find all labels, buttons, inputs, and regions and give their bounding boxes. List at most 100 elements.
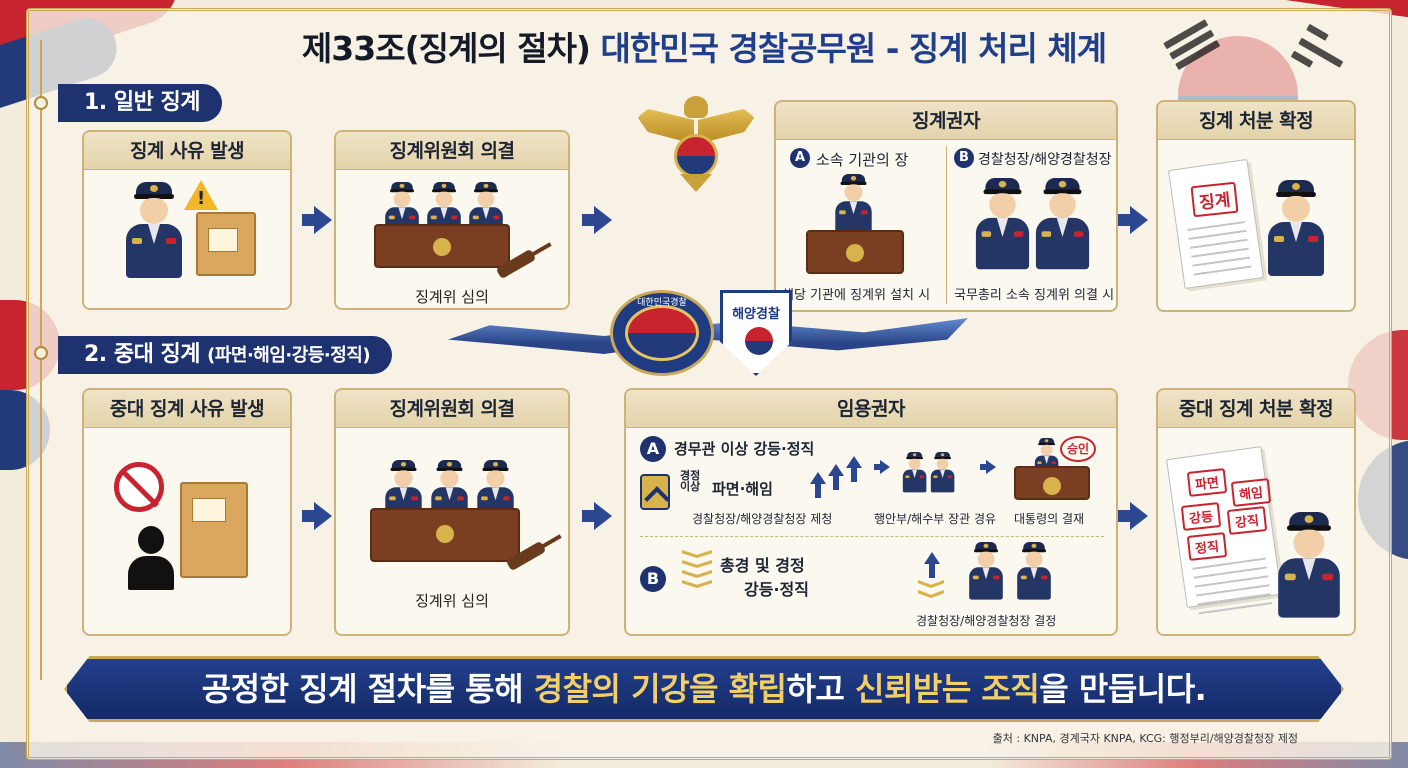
up-arrow-icon (810, 472, 826, 498)
option-b-label: 경찰청장/해양경찰청장 (978, 152, 1112, 168)
officer-icon (834, 174, 873, 237)
officer-icon (968, 542, 1004, 600)
card-disciplinary-cause: 징계 사유 발생 ! (82, 130, 292, 310)
stamp-dismissal: 파면 (1186, 468, 1228, 497)
flow-arrow-icon (1118, 206, 1148, 234)
up-arrow-icon (846, 456, 862, 482)
officer-icon (974, 178, 1031, 270)
option-a-rank: 경정 이상 (680, 469, 701, 493)
card-committee-resolution: 징계위원회 의결 징계위 심의 (334, 130, 570, 310)
up-arrow-icon (924, 552, 940, 578)
officer-icon (124, 182, 184, 278)
section2-label-main: 2. 중대 징계 (84, 342, 200, 367)
section1-label-text: 1. 일반 징계 (84, 90, 200, 115)
title-article: 제33조(징계의 절차) (301, 29, 591, 68)
divider (640, 536, 1104, 537)
card-appointing-authority: 임용권자 A 경무관 이상 강등·정직 경정 이상 파면·해임 승인 경찰청장/… (624, 388, 1118, 636)
emblem-left-text: 대한민국경찰 (637, 298, 687, 308)
official-icon (902, 452, 927, 493)
option-a-label: 소속 기관의 장 (816, 151, 909, 169)
option-b-line1: 총경 및 경정 (720, 556, 805, 575)
podium-icon (1014, 466, 1090, 500)
emblem-right-text: 해양경찰 (732, 307, 780, 322)
option-a-flow2: 행안부/해수부 장관 경유 (874, 512, 997, 526)
card-caption: 징계위 심의 (415, 288, 489, 306)
option-b-badge-icon: B (640, 566, 666, 592)
stamp-removal: 해임 (1230, 478, 1272, 507)
rank-chevron-icon (682, 550, 712, 590)
police-emblem-icon: 대한민국경찰 (610, 290, 714, 376)
option-b-badge-icon: B (954, 148, 974, 168)
approval-stamp: 승인 (1060, 436, 1096, 462)
option-a-badge-icon: A (790, 148, 810, 168)
divider (946, 146, 947, 304)
option-b-caption: 국무총리 소속 징계위 의결 시 (954, 288, 1115, 303)
banner-text: 공정한 징계 절차를 통해 (201, 670, 534, 708)
card-title: 중대 징계 처분 확정 (1158, 390, 1354, 428)
podium-icon (806, 230, 904, 274)
card-title: 징계위원회 의결 (336, 132, 568, 170)
person-silhouette-icon (128, 526, 174, 590)
banner-highlight: 신뢰받는 조직 (855, 670, 1040, 708)
desk-icon (374, 224, 510, 268)
card-serious-decision: 중대 징계 처분 확정 파면 해임 강등 강직 정직 (1156, 388, 1356, 636)
option-a-badge-icon: A (640, 436, 666, 462)
card-title: 징계권자 (776, 102, 1116, 140)
section2-label: 2. 중대 징계 (파면·해임·강등·정직) (58, 336, 393, 374)
flow-arrow-icon (302, 206, 332, 234)
banner-highlight: 경찰의 기강을 확립 (533, 670, 787, 708)
option-b-flow: 경찰청장/해양경찰청장 결정 (916, 614, 1057, 628)
police-eagle-emblem-icon (628, 96, 764, 194)
prohibited-icon (114, 462, 164, 512)
warning-icon: ! (184, 180, 218, 210)
flow-arrow-icon (302, 502, 332, 530)
title-main: 대한민국 경찰공무원 - 징계 처리 체계 (600, 29, 1108, 68)
card-title: 징계위원회 의결 (336, 390, 568, 428)
flow-arrow-icon (582, 502, 612, 530)
rail-knot-icon (34, 346, 48, 360)
up-arrow-icon (828, 464, 844, 490)
stamp-disciplinary: 징계 (1190, 181, 1239, 218)
card-disciplinary-authority: 징계권자 A 소속 기관의 장 해당 기관에 징계위 설치 시 B 경찰청장/해… (774, 100, 1118, 312)
stamp-demotion: 강등 (1180, 502, 1222, 531)
banner-text: 을 만듭니다. (1039, 670, 1207, 708)
page-title: 제33조(징계의 절차) 대한민국 경찰공무원 - 징계 처리 체계 (0, 22, 1408, 70)
coast-guard-emblem-icon: 해양경찰 (720, 290, 792, 376)
slogan-banner: 공정한 징계 절차를 통해 경찰의 기강을 확립하고 신뢰받는 조직을 만듭니다… (64, 656, 1344, 722)
option-a-line2: 파면·해임 (712, 480, 773, 498)
rank-chevron-icon (918, 580, 944, 600)
officer-icon (1016, 542, 1052, 600)
card-serious-cause: 중대 징계 사유 발생 (82, 388, 292, 636)
desk-icon (370, 508, 520, 562)
option-a-caption: 해당 기관에 징계위 설치 시 (782, 288, 931, 303)
saluting-officer-icon (1266, 180, 1326, 276)
folder-icon (196, 212, 256, 276)
card-committee-resolution-2: 징계위원회 의결 징계위 심의 (334, 388, 570, 636)
rail-knot-icon (34, 96, 48, 110)
section1-label: 1. 일반 징계 (58, 84, 222, 122)
officer-icon (426, 182, 462, 240)
rank-badge-icon (640, 474, 670, 510)
stamp-suspension: 정직 (1186, 532, 1228, 561)
flow-arrow-icon (1118, 502, 1148, 530)
option-b-line2: 강등·정직 (744, 580, 809, 599)
banner-text: 하고 (786, 670, 856, 708)
saluting-officer-icon (1276, 512, 1342, 618)
side-rail (40, 40, 42, 680)
card-title: 징계 처분 확정 (1158, 102, 1354, 140)
case-file-icon (180, 482, 248, 578)
flow-arrow-icon (874, 460, 890, 474)
option-a-flow1: 경찰청장/해양경찰청장 제청 (692, 512, 833, 526)
official-icon (930, 452, 955, 493)
card-caption: 징계위 심의 (415, 592, 489, 610)
card-disciplinary-decision: 징계 처분 확정 징계 (1156, 100, 1356, 312)
document-icon (1168, 159, 1264, 289)
card-title: 임용권자 (626, 390, 1116, 428)
card-title: 징계 사유 발생 (84, 132, 290, 170)
officer-icon (1034, 178, 1091, 270)
stamp-demotion-2: 강직 (1226, 506, 1268, 535)
flow-arrow-icon (980, 460, 996, 474)
option-a-flow3: 대통령의 결재 (1014, 512, 1085, 526)
option-a-line1: 경무관 이상 강등·정직 (674, 440, 815, 458)
flow-arrow-icon (582, 206, 612, 234)
